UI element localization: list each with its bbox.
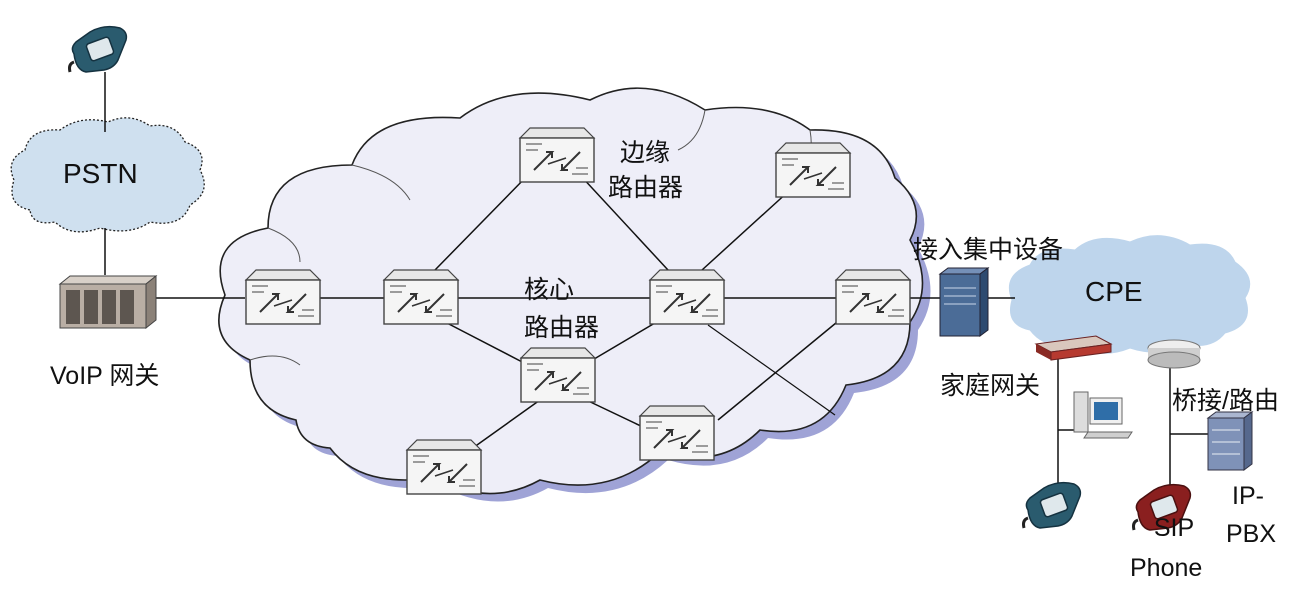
- ip-pbx-label-line1: IP-: [1232, 482, 1264, 510]
- edge-router-label-line2: 路由器: [608, 174, 684, 202]
- router-icon: [639, 405, 715, 461]
- pstn-cloud: [10, 117, 205, 233]
- voip-gateway-label: VoIP 网关: [50, 362, 160, 390]
- voip-gateway-icon: [58, 274, 158, 330]
- router-icon: [520, 347, 596, 403]
- home-gateway-label: 家庭网关: [940, 372, 1041, 400]
- edge-router-label-line1: 边缘: [620, 139, 671, 167]
- ip-pbx-icon: [1206, 411, 1254, 471]
- access-concentrator-label: 接入集中设备: [913, 236, 1064, 264]
- core-router-label-line2: 路由器: [524, 314, 600, 342]
- router-icon: [519, 127, 595, 183]
- telephone-icon: [68, 25, 128, 74]
- router-icon: [649, 269, 725, 325]
- backbone-cloud: [218, 87, 924, 495]
- pstn-label: PSTN: [63, 158, 138, 189]
- router-icon: [775, 142, 851, 198]
- router-icon: [245, 269, 321, 325]
- telephone-icon: [1022, 481, 1082, 530]
- bridge-router-icon: [1147, 339, 1201, 369]
- computer-icon: [1073, 391, 1133, 439]
- cpe-label: CPE: [1085, 276, 1143, 307]
- router-icon: [835, 269, 911, 325]
- cpe-cloud: [1008, 235, 1251, 354]
- sip-phone-label-line2: Phone: [1130, 554, 1203, 582]
- server-icon: [938, 267, 990, 337]
- ip-pbx-label-line2: PBX: [1226, 520, 1277, 548]
- router-icon: [406, 439, 482, 495]
- network-links: [104, 72, 1210, 490]
- core-router-label-line1: 核心: [524, 276, 575, 304]
- sip-phone-label-line1: SIP: [1153, 514, 1195, 542]
- bridge-router-label: 桥接/路由: [1172, 387, 1279, 415]
- router-icon: [383, 269, 459, 325]
- home-gateway-icon: [1034, 335, 1113, 361]
